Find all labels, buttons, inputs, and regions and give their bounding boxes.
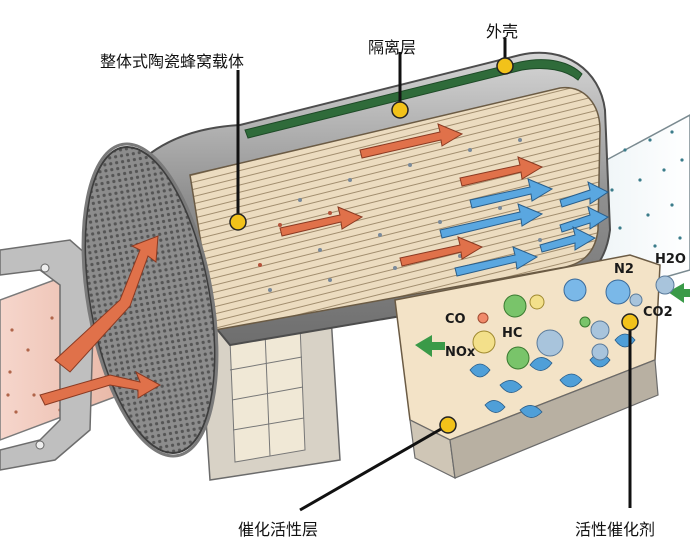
marker-honeycomb <box>229 213 247 231</box>
gas-label-co2: CO2 <box>643 305 673 320</box>
marker-insulation <box>391 101 409 119</box>
leader-markers <box>229 57 639 434</box>
marker-catalyst-layer <box>439 416 457 434</box>
gas-label-h2o: H2O <box>655 252 686 267</box>
hot-gas-arrows <box>39 123 544 406</box>
leader-lines <box>236 38 632 512</box>
label-outer-shell: 外壳 <box>486 22 519 41</box>
catalyst-block <box>394 254 690 480</box>
insulation-strip <box>244 59 583 139</box>
gas-label-hc: HC <box>502 326 522 341</box>
gas-label-n2: N2 <box>614 262 634 277</box>
label-active-catalyst: 活性催化剂 <box>575 520 656 539</box>
gas-molecules <box>472 275 675 370</box>
gas-labels: CO HC NOx N2 H2O CO2 <box>445 252 686 360</box>
clean-gas-arrows <box>439 178 609 277</box>
label-insulation-layer: 隔离层 <box>368 38 417 57</box>
marker-shell <box>496 57 514 75</box>
label-catalyst-layer: 催化活性层 <box>238 520 319 539</box>
gas-label-nox: NOx <box>445 345 476 360</box>
label-honeycomb-carrier: 整体式陶瓷蜂窝载体 <box>100 52 245 71</box>
marker-active-catalyst <box>621 313 639 331</box>
gas-label-co: CO <box>445 312 466 327</box>
